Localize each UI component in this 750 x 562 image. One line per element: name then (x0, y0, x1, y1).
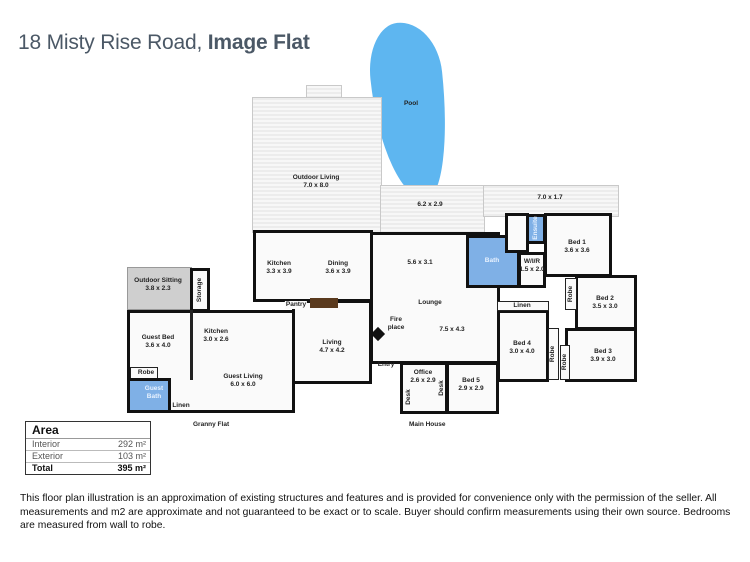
ensuite-wc (505, 213, 529, 253)
granny-flat-label: Granny Flat (193, 421, 230, 428)
pool-label: Pool (403, 100, 419, 107)
living (292, 300, 372, 384)
bed-1 (544, 213, 612, 277)
deck-a-label: 6.2 x 2.9 (417, 201, 443, 208)
desk-label-1: Desk (405, 389, 412, 405)
bed-5 (446, 362, 499, 414)
granny-flat (127, 310, 295, 413)
guest-bath (127, 378, 171, 413)
main-linen-label: Linen (513, 302, 531, 309)
deck-a (380, 185, 485, 234)
bed-2-robe (565, 278, 577, 310)
bed-2-robe-label: Robe (567, 285, 574, 303)
granny-linen-label: Linen (172, 402, 190, 409)
page-title: 18 Misty Rise Road, Image Flat (18, 31, 310, 54)
lounge-size: 7.5 x 4.3 (439, 326, 465, 333)
bed-3-robe-label: Robe (561, 353, 568, 371)
ensuite-label: Ensuite (532, 216, 539, 240)
pantry-label: Pantry (284, 301, 308, 309)
bed-4-robe-label: Robe (549, 345, 556, 363)
guest-bath-label: Guest Bath (144, 385, 164, 400)
bath-label: Bath (484, 257, 500, 264)
outdoor-sitting (127, 267, 192, 310)
lounge-top-label: 5.6 x 3.1 (407, 259, 433, 266)
entry-label: Entry (377, 361, 395, 368)
bed-4-robe (548, 328, 559, 380)
planter (310, 298, 338, 308)
bed-3-robe (560, 345, 570, 380)
lounge-label: Lounge (418, 299, 442, 306)
deck-b (483, 185, 619, 217)
wall (190, 310, 193, 380)
deck-b-label: 7.0 x 1.7 (537, 194, 563, 201)
main-linen (497, 301, 549, 311)
fireplace-label: Fire place (387, 316, 405, 331)
disclaimer: This floor plan illustration is an appro… (20, 493, 731, 531)
granny-robe-label: Robe (137, 369, 155, 376)
bath (466, 235, 520, 288)
bed-4 (497, 310, 549, 382)
main-house-label: Main House (409, 421, 446, 428)
storage-label: Storage (196, 277, 203, 303)
outdoor-living-deck (252, 97, 382, 233)
desk-label-2: Desk (438, 380, 445, 396)
area-heading: Area (26, 422, 150, 439)
